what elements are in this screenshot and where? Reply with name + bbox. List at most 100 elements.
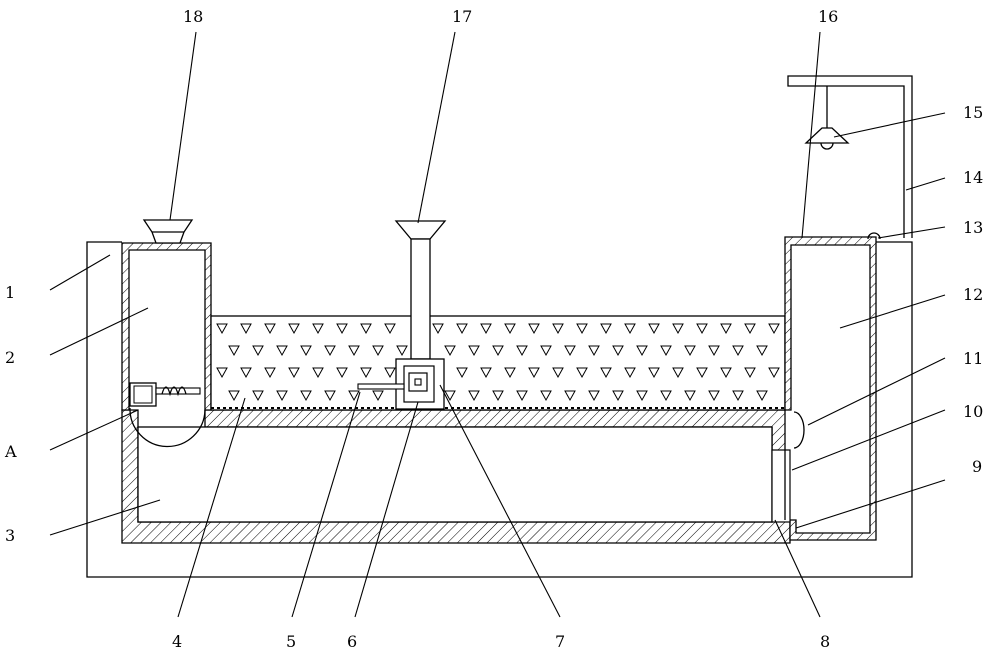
valve-11 [793, 411, 805, 449]
particle-triangle [276, 390, 288, 402]
particle-triangle [672, 323, 684, 335]
lamp-15 [804, 127, 850, 144]
particle-triangle [744, 323, 756, 335]
particle-triangle [468, 390, 480, 402]
particle-triangle [480, 367, 492, 379]
particle-triangle [300, 345, 312, 357]
particle-triangle [324, 390, 336, 402]
particle-triangle [288, 323, 300, 335]
label-18: 18 [183, 7, 203, 26]
callout-labels: 1 2 A 3 4 5 6 7 8 9 10 11 12 13 14 15 16… [4, 7, 983, 651]
label-3: 3 [5, 526, 15, 545]
particle-triangle [756, 390, 768, 402]
label-11: 11 [963, 349, 983, 368]
particle-triangle [516, 390, 528, 402]
particle-triangle [624, 367, 636, 379]
particle-triangle [216, 323, 228, 335]
particle-triangle [324, 345, 336, 357]
growing-area [210, 315, 786, 411]
label-17: 17 [452, 7, 472, 26]
nozzle-arm [357, 383, 405, 390]
particle-triangle [540, 345, 552, 357]
particle-triangle [648, 323, 660, 335]
particle-triangle [312, 323, 324, 335]
valve-8 [771, 449, 791, 523]
particle-triangle [516, 345, 528, 357]
particle-triangle [252, 345, 264, 357]
particle-triangle [744, 367, 756, 379]
particle-triangle [312, 367, 324, 379]
particle-triangle [444, 390, 456, 402]
particle-triangle [528, 367, 540, 379]
particle-triangle [708, 345, 720, 357]
lamp-frame [787, 75, 913, 238]
particle-triangle [684, 345, 696, 357]
particle-triangle [648, 367, 660, 379]
particle-triangle [348, 390, 360, 402]
particle-triangle [444, 345, 456, 357]
particle-triangle [660, 390, 672, 402]
particle-pattern [216, 323, 780, 402]
particle-triangle [492, 345, 504, 357]
particle-triangle [480, 323, 492, 335]
particle-triangle [576, 367, 588, 379]
particle-triangle [720, 323, 732, 335]
particle-triangle [216, 367, 228, 379]
label-7: 7 [555, 632, 565, 651]
outer-housing [86, 241, 913, 578]
particle-triangle [456, 323, 468, 335]
label-5: 5 [286, 632, 296, 651]
hinge-13 [867, 232, 881, 240]
particle-triangle [564, 390, 576, 402]
particle-triangle [696, 367, 708, 379]
particle-triangle [756, 345, 768, 357]
particle-triangle [336, 323, 348, 335]
label-15: 15 [963, 103, 983, 122]
label-8: 8 [820, 632, 830, 651]
particle-triangle [240, 323, 252, 335]
particle-triangle [600, 367, 612, 379]
label-4: 4 [172, 632, 182, 651]
particle-triangle [228, 390, 240, 402]
particle-triangle [264, 323, 276, 335]
particle-triangle [504, 323, 516, 335]
particle-triangle [708, 390, 720, 402]
particle-triangle [732, 390, 744, 402]
particle-triangle [264, 367, 276, 379]
particle-triangle [492, 390, 504, 402]
particle-triangle [276, 345, 288, 357]
leader-lines [49, 31, 946, 618]
particle-triangle [564, 345, 576, 357]
lower-tank [121, 409, 791, 544]
particle-triangle [240, 367, 252, 379]
particle-triangle [612, 390, 624, 402]
right-chamber [771, 232, 881, 541]
label-a: A [4, 442, 17, 461]
particle-triangle [288, 367, 300, 379]
particle-triangle [372, 390, 384, 402]
particle-triangle [228, 345, 240, 357]
label-12: 12 [963, 285, 983, 304]
particle-triangle [732, 345, 744, 357]
particle-triangle [768, 323, 780, 335]
particle-triangle [672, 367, 684, 379]
particle-triangle [576, 323, 588, 335]
particle-triangle [588, 390, 600, 402]
label-6: 6 [347, 632, 357, 651]
particle-triangle [588, 345, 600, 357]
label-2: 2 [5, 348, 15, 367]
label-9: 9 [972, 457, 982, 476]
particle-triangle [552, 323, 564, 335]
particle-triangle [384, 367, 396, 379]
label-10: 10 [963, 402, 983, 421]
label-16: 16 [818, 7, 838, 26]
particle-triangle [396, 345, 408, 357]
particle-triangle [252, 390, 264, 402]
left-chamber [121, 219, 212, 411]
particle-triangle [372, 345, 384, 357]
particle-triangle [624, 323, 636, 335]
particle-triangle [696, 323, 708, 335]
particle-triangle [552, 367, 564, 379]
particle-triangle [456, 367, 468, 379]
